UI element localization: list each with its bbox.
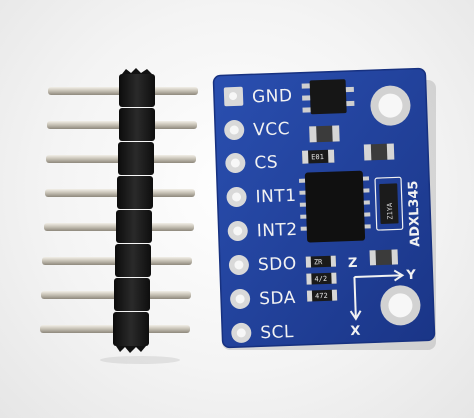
axis-label-z: Z <box>348 256 358 271</box>
header-plastic <box>113 68 155 353</box>
pad-round <box>224 120 245 141</box>
adxl345-chip <box>298 170 371 243</box>
pad-round <box>230 288 251 309</box>
pad-round <box>225 153 246 174</box>
smd-capacitor-bottom <box>369 249 399 266</box>
resistor-code: 472 <box>315 292 328 300</box>
regulator-chip <box>301 79 355 115</box>
pin-pads <box>223 86 252 343</box>
pin-labels: GND VCC CS INT1 INT2 SDO SDA SCL <box>252 86 298 343</box>
small-ic: Z1YA <box>374 176 404 231</box>
adxl345-board: GND VCC CS INT1 INT2 SDO SDA SCL <box>212 67 436 350</box>
pad-round <box>226 187 247 208</box>
pin-label-int1: INT1 <box>255 186 297 207</box>
axis-arrows <box>349 269 405 321</box>
pin-label-cs: CS <box>254 153 278 174</box>
smd-capacitor <box>309 125 340 143</box>
mounting-hole-top <box>370 85 411 126</box>
pin-label-int2: INT2 <box>256 220 298 241</box>
smd-resistor-bottom: ZR <box>305 255 337 268</box>
axis-label-y: Y <box>405 268 417 283</box>
pad-round <box>231 322 252 343</box>
pin-label-vcc: VCC <box>253 119 291 140</box>
smd-resistor-top: E01 <box>301 149 335 164</box>
smd-resistor-bottom: 4/2 <box>306 272 337 285</box>
pin-label-sdo: SDO <box>258 254 297 275</box>
axis-label-x: X <box>350 324 361 339</box>
pad-round <box>228 254 249 275</box>
pad-round <box>227 220 248 241</box>
pin-label-gnd: GND <box>252 86 293 107</box>
resistor-code: 4/2 <box>314 275 327 283</box>
resistor-code: ZR <box>314 258 323 266</box>
smd-resistor-bottom: 472 <box>306 289 338 302</box>
pin-header <box>40 68 198 364</box>
resistor-marking: E01 <box>311 153 324 161</box>
pin-label-scl: SCL <box>260 322 294 343</box>
pin-label-sda: SDA <box>259 288 296 309</box>
part-name-label: ADXL345 <box>406 180 423 247</box>
smd-capacitor-right <box>363 143 395 161</box>
mounting-hole-bottom <box>380 285 421 326</box>
ic-marking: Z1YA <box>386 202 395 220</box>
